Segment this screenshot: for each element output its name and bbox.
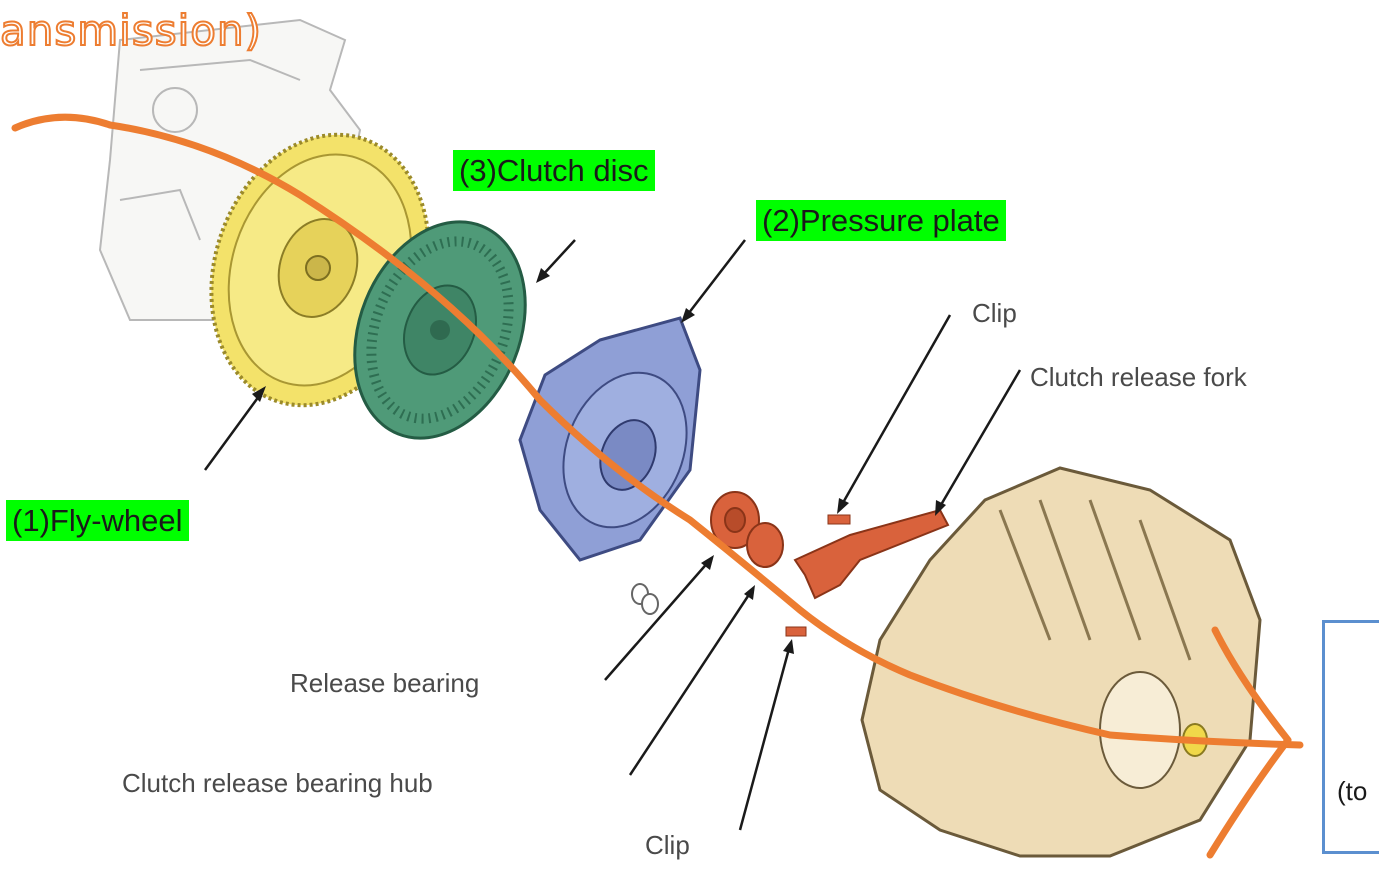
output-box-text: (to [1337,776,1367,807]
pressure-plate-part [520,318,709,560]
bolt-part [632,584,658,614]
output-text-box [1322,620,1379,854]
clip-top-label: Clip [972,298,1017,329]
release-bearing-label: Release bearing [290,668,479,699]
clutch-release-bearing-hub-label: Clutch release bearing hub [122,768,433,799]
clutch-disc-label: (3)Clutch disc [453,150,655,191]
clip-top-part [828,515,850,524]
pressure-plate-label: (2)Pressure plate [756,200,1006,241]
release-bearing-part [711,492,783,567]
clip-bottom-part [786,627,806,636]
clip-bottom-label: Clip [645,830,690,861]
clutch-release-fork-label: Clutch release fork [1030,362,1247,393]
slide-title-fragment: ansmission) [0,6,262,55]
flywheel-label: (1)Fly-wheel [6,500,189,541]
